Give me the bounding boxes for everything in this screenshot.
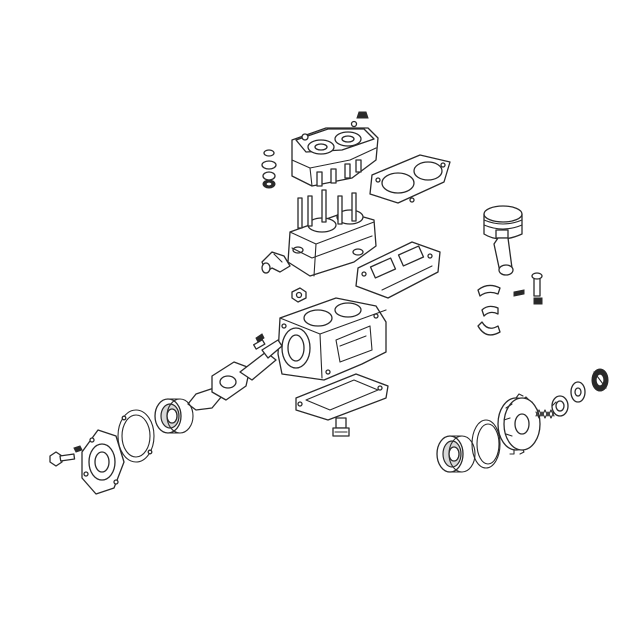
connecting-rod	[493, 237, 514, 276]
lock-ring	[591, 368, 609, 392]
end-cover	[81, 429, 125, 495]
elbow-fitting	[261, 251, 291, 274]
spacer	[551, 395, 569, 417]
seal-ring-left	[117, 409, 155, 463]
shaft-nut	[570, 381, 586, 403]
rod-bolt	[513, 272, 543, 305]
crankcase-nut	[291, 287, 307, 303]
cylinder-head	[291, 120, 379, 187]
spring	[535, 409, 555, 419]
seal-ring-right	[471, 419, 501, 469]
valve-plate	[287, 189, 377, 277]
valve-plate-gasket	[355, 241, 441, 299]
drive-gear	[497, 393, 541, 455]
piston	[483, 205, 523, 240]
cover-bolt	[49, 445, 83, 467]
main-bearing-right	[436, 435, 476, 473]
crankshaft	[187, 333, 283, 411]
drain-plug	[332, 417, 350, 437]
washer-stack	[261, 149, 277, 189]
base-gasket	[295, 373, 389, 421]
rod-bearing-shells	[477, 284, 501, 336]
main-bearing-left	[154, 398, 194, 434]
head-nut	[356, 111, 369, 119]
head-gasket	[369, 154, 451, 204]
crankcase	[277, 297, 387, 381]
